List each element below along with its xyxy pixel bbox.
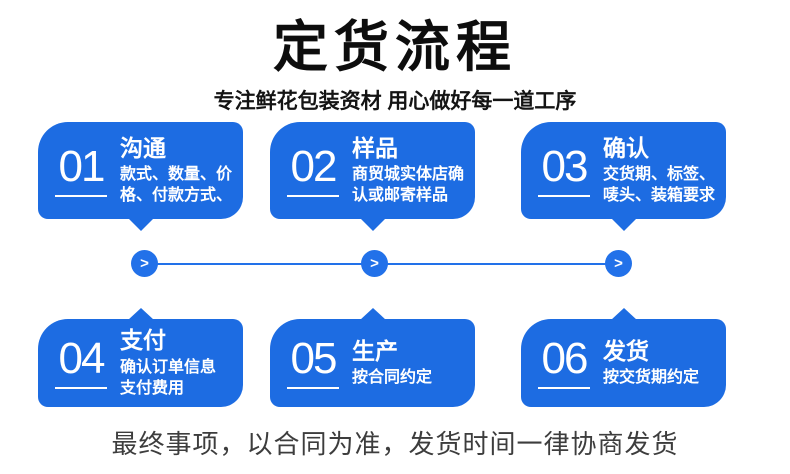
bubble-tail [610,218,637,231]
step-title: 支付 [120,327,166,354]
flow-arrow-node-3: > [605,250,632,277]
step-title: 确认 [603,134,649,161]
step-number: 03 [541,141,589,191]
number-underline [287,194,339,197]
chevron-right-icon: > [614,255,623,272]
number-underline [287,387,339,389]
bubble-tail [127,218,154,231]
step-number: 06 [541,334,589,383]
number-underline [538,194,590,197]
flow-arrow-node-1: > [131,250,158,277]
step-description: 商贸城实体店确认或邮寄样品 [352,166,465,205]
step-card-5: 05 生产 按合同约定 [270,308,475,407]
step-title: 样品 [352,134,398,161]
step-title: 生产 [352,337,398,364]
step-card-2: 02 样品 商贸城实体店确认或邮寄样品 [270,122,475,231]
step-description: 交货期、标签、唛头、装箱要求 [603,166,716,205]
bubble-tail [127,308,154,320]
page-title: 定货流程 [272,16,517,78]
step-description: 按合同约定 [352,369,433,387]
step-number: 04 [58,334,106,383]
number-underline [55,387,107,389]
step-card-4: 04 支付 确认订单信息 支付费用 [38,308,243,407]
chevron-right-icon: > [370,255,379,272]
bubble-tail [359,218,386,231]
flow-arrow-node-2: > [361,250,388,277]
step-number: 02 [290,141,338,191]
step-description: 确认订单信息 支付费用 [120,358,217,397]
step-number-block: 04 [55,337,107,389]
number-underline [538,387,590,389]
chevron-right-icon: > [140,255,149,272]
page-subtitle: 专注鲜花包装资材 用心做好每一道工序 [213,90,577,113]
bubble-tail [359,308,386,320]
step-card-6: 06 发货 按交货期约定 [521,308,726,407]
step-number-block: 05 [287,337,339,389]
step-description: 按交货期约定 [603,369,700,387]
step-number: 05 [290,334,338,383]
step-title: 沟通 [120,134,166,161]
step-number: 01 [58,141,106,191]
footer-note: 最终事项，以合同为准，发货时间一律协商发货 [111,429,679,459]
step-number-block: 01 [55,141,107,197]
step-card-3: 03 确认 交货期、标签、唛头、装箱要求 [521,122,726,231]
step-number-block: 06 [538,337,590,389]
step-card-1: 01 沟通 款式、数量、价格、付款方式、 [38,122,243,231]
step-number-block: 02 [287,141,339,197]
step-description: 款式、数量、价格、付款方式、 [120,166,233,205]
step-title: 发货 [603,337,649,364]
step-number-block: 03 [538,141,590,197]
number-underline [55,194,107,197]
bubble-tail [610,308,637,320]
